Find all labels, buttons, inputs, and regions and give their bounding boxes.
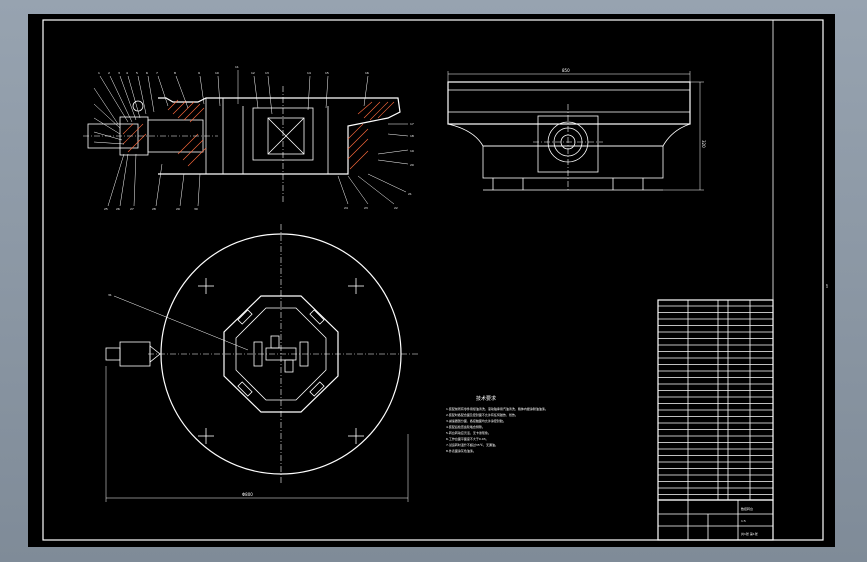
note-line: 5.转台转动应灵活，无卡滞现象。 <box>446 430 491 435</box>
svg-text:31: 31 <box>108 293 112 297</box>
svg-text:1: 1 <box>98 71 100 75</box>
svg-text:2: 2 <box>108 71 110 75</box>
svg-text:10: 10 <box>215 71 219 75</box>
drawing-sheet: A3 <box>28 14 835 547</box>
svg-text:25: 25 <box>104 207 108 211</box>
svg-text:8: 8 <box>174 71 176 75</box>
note-line: 4.装配后检查齿轮啮合侧隙。 <box>446 424 485 429</box>
note-line: 3.减速器剖分面、各接触面均允许涂密封胶。 <box>446 418 506 423</box>
svg-text:4: 4 <box>126 71 128 75</box>
dim-width: 850 <box>562 68 570 73</box>
svg-text:18: 18 <box>410 134 414 138</box>
svg-text:6: 6 <box>146 71 148 75</box>
note-line: 6.工作台面平面度不大于0.03。 <box>446 436 489 441</box>
parts-list <box>657 299 774 501</box>
svg-text:27: 27 <box>130 207 134 211</box>
svg-text:30: 30 <box>194 207 198 211</box>
svg-text:3: 3 <box>118 71 120 75</box>
notes-title: 技术要求 <box>476 395 496 402</box>
title-name: 数控转台 <box>741 506 753 511</box>
title-scale: 1:5 <box>741 519 746 523</box>
technical-notes: 技术要求 1.装配前所有零件用煤油清洗，滚动轴承用汽油清洗，箱体内壁涂耐油油漆。… <box>446 395 548 453</box>
svg-text:20: 20 <box>410 163 414 167</box>
svg-text:28: 28 <box>152 207 156 211</box>
svg-text:29: 29 <box>176 207 180 211</box>
side-mark: A3 <box>825 284 829 288</box>
elevation-view: 850 320 <box>447 68 706 191</box>
svg-text:15: 15 <box>325 71 329 75</box>
svg-text:13: 13 <box>265 71 269 75</box>
note-line: 7.试运转时温升不超过35℃，无漏油。 <box>446 442 498 447</box>
note-line: 1.装配前所有零件用煤油清洗，滚动轴承用汽油清洗，箱体内壁涂耐油油漆。 <box>446 406 548 411</box>
svg-text:14: 14 <box>307 71 311 75</box>
drawing-canvas: A3 <box>42 19 829 541</box>
plan-view: 31 Φ800 <box>105 224 418 502</box>
dim-plan-width: Φ800 <box>242 492 253 497</box>
svg-text:19: 19 <box>410 149 414 153</box>
svg-text:5: 5 <box>136 71 138 75</box>
note-line: 2.装配时各配合面及密封面不允许有任何碰伤、划伤。 <box>446 412 518 417</box>
svg-text:24: 24 <box>344 206 348 210</box>
svg-text:17: 17 <box>410 122 414 126</box>
svg-text:16: 16 <box>365 71 369 75</box>
svg-text:11: 11 <box>235 65 239 69</box>
svg-text:7: 7 <box>156 71 158 75</box>
note-line: 8.外表面涂灰色油漆。 <box>446 448 476 453</box>
title-sheet: 共1张 第1张 <box>741 531 758 536</box>
svg-text:23: 23 <box>364 206 368 210</box>
dim-height: 320 <box>701 140 706 148</box>
outer-border <box>42 19 824 541</box>
svg-text:21: 21 <box>408 192 412 196</box>
svg-text:22: 22 <box>394 206 398 210</box>
svg-text:12: 12 <box>251 71 255 75</box>
svg-text:9: 9 <box>198 71 200 75</box>
title-block: 数控转台 1:5 共1张 第1张 <box>657 499 774 541</box>
svg-text:26: 26 <box>116 207 120 211</box>
